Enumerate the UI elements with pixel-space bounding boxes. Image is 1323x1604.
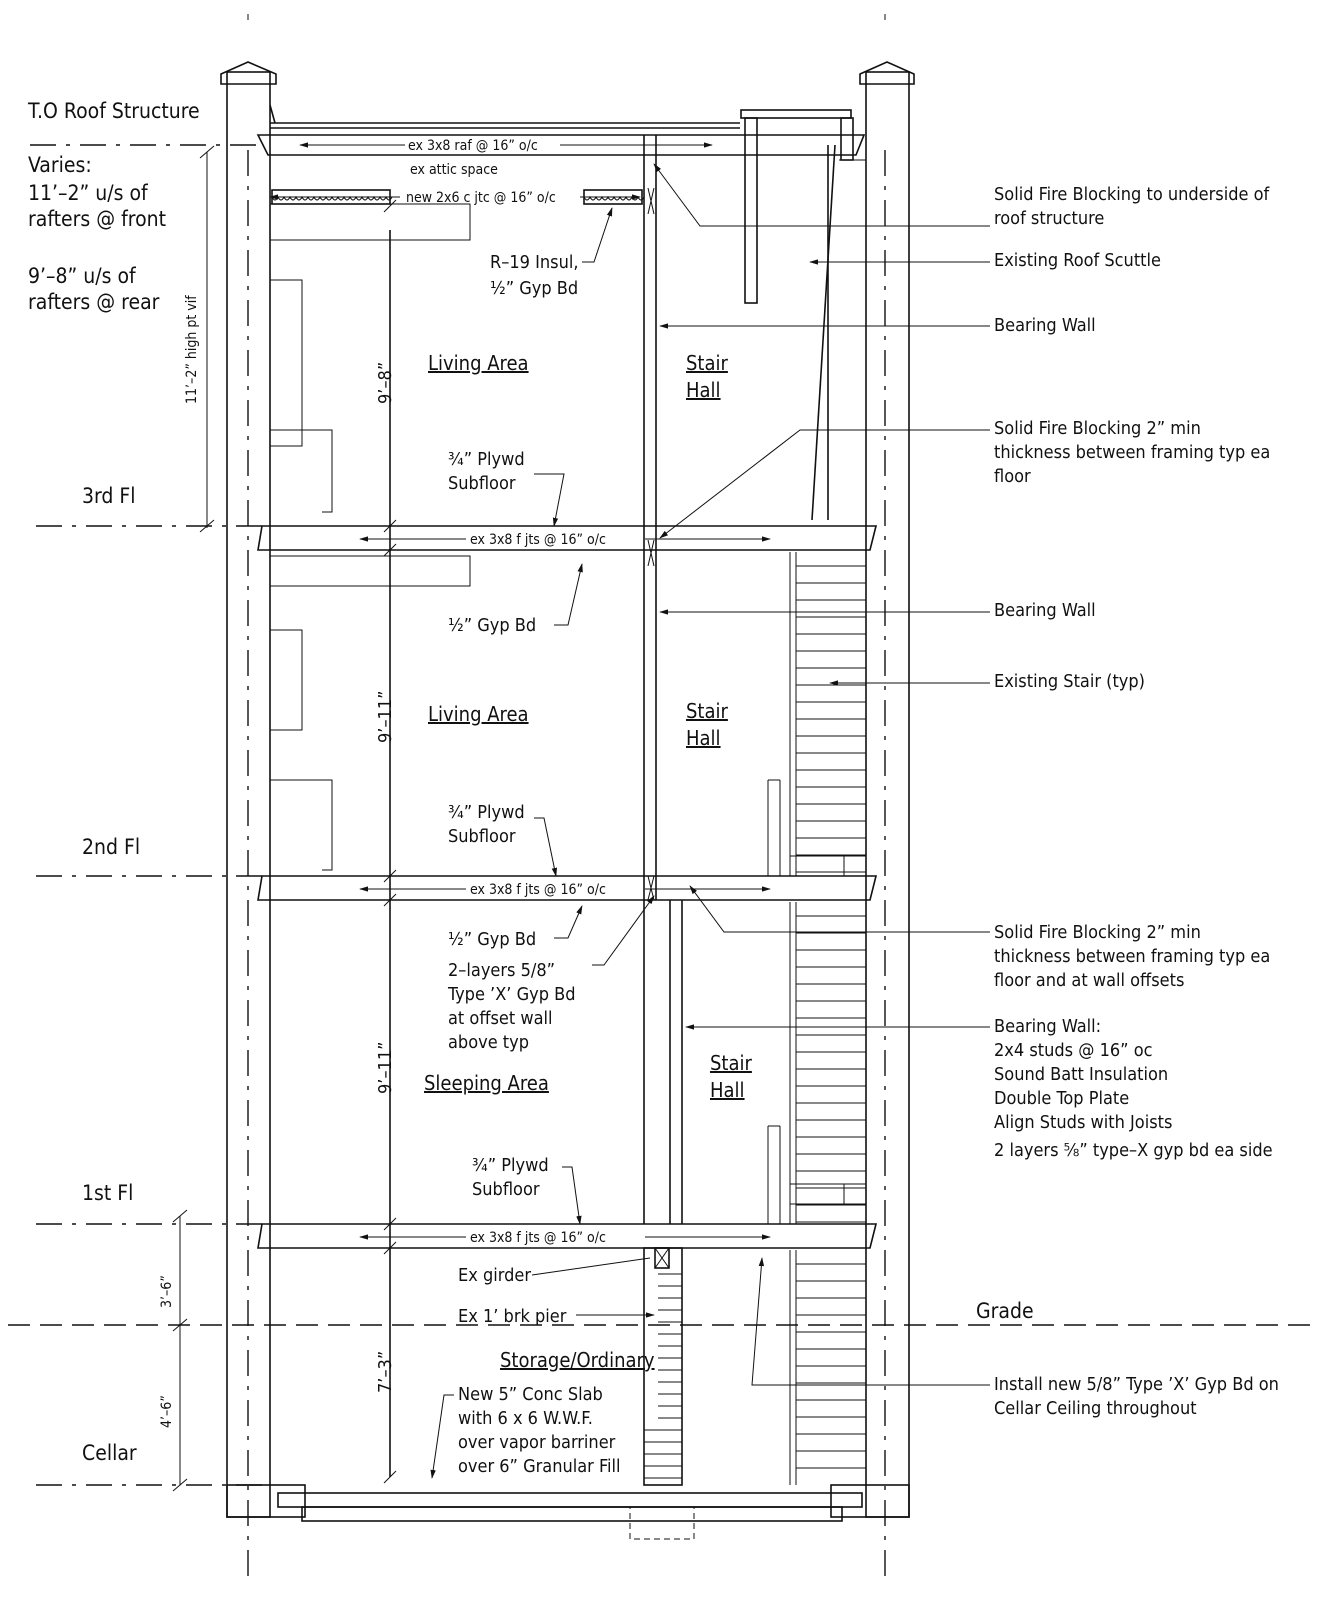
r19-gyp-note: ½” Gyp Bd xyxy=(490,278,578,299)
first-height-label: 9’–11” xyxy=(375,1041,396,1094)
first-floor-joist-label: ex 3x8 f jts @ 16” o/c xyxy=(470,1230,606,1246)
first-stair-label: Stair xyxy=(710,1051,753,1075)
slab-note-3: over vapor barriner xyxy=(458,1432,616,1453)
stair-landing xyxy=(789,855,845,877)
second-floor-label: 2nd Fl xyxy=(82,835,140,859)
right-callouts: Solid Fire Blocking to underside of roof… xyxy=(994,184,1279,1419)
slab-note-2: with 6 x 6 W.W.F. xyxy=(458,1408,593,1429)
offset-wall-note-1: 2–layers 5/8” xyxy=(448,960,555,981)
roof-rafter-label: ex 3x8 raf @ 16” o/c xyxy=(408,138,538,154)
fire-block-third-1: Solid Fire Blocking 2” min xyxy=(994,418,1201,439)
fire-block-third-2: thickness between framing typ ea xyxy=(994,442,1270,463)
level-lines xyxy=(8,144,1310,1486)
offset-wall-note-3: at offset wall xyxy=(448,1008,553,1029)
floor-assemblies xyxy=(257,525,878,1540)
brick-pier xyxy=(643,1247,683,1486)
bearing-wall-first-2: 2x4 studs @ 16” oc xyxy=(994,1040,1153,1061)
interior-walls xyxy=(269,135,781,1477)
high-point-dimension: 11’–2” high pt vif xyxy=(184,295,200,404)
fire-block-roof-2: roof structure xyxy=(994,208,1104,229)
joist-span-arrows xyxy=(269,142,771,1240)
third-plywood-note: ¾” Plywd xyxy=(448,449,525,470)
third-stair-label: Stair xyxy=(686,351,729,375)
brick-pier-note: Ex 1’ brk pier xyxy=(458,1306,567,1327)
first-plywood-note: ¾” Plywd xyxy=(472,1155,549,1176)
first-hall-label: Hall xyxy=(710,1078,745,1102)
second-subfloor-note: Subfloor xyxy=(448,826,516,847)
roof-structure xyxy=(256,104,866,521)
cellar-ceiling-callout-1: Install new 5/8” Type ’X’ Gyp Bd on xyxy=(994,1374,1279,1395)
roof-scuttle-callout: Existing Roof Scuttle xyxy=(994,250,1161,271)
interior-notes: R–19 Insul, ½” Gyp Bd ¾” Plywd Subfloor … xyxy=(447,252,1034,1477)
rear-rafters-label: rafters @ rear xyxy=(28,290,160,314)
fire-block-third-3: floor xyxy=(994,466,1031,487)
existing-stair-callout: Existing Stair (typ) xyxy=(994,671,1145,692)
stair-landing xyxy=(843,855,867,877)
cellar-label: Cellar xyxy=(82,1441,137,1465)
bearing-wall-first-1: Bearing Wall: xyxy=(994,1016,1101,1037)
second-stair-label: Stair xyxy=(686,699,729,723)
bearing-wall-first-5: Align Studs with Joists xyxy=(994,1112,1172,1133)
existing-stairs xyxy=(789,552,867,1485)
roof-structure-label: T.O Roof Structure xyxy=(27,99,200,123)
bearing-wall-second: Bearing Wall xyxy=(994,600,1096,621)
right-exterior-wall xyxy=(830,61,915,1518)
cellar-ceiling-callout-2: Cellar Ceiling throughout xyxy=(994,1398,1197,1419)
first-sleeping-area: Sleeping Area xyxy=(424,1071,549,1095)
r19-insulation-note: R–19 Insul, xyxy=(490,252,578,273)
left-exterior-wall xyxy=(220,61,306,1518)
framing-labels: ex 3x8 raf @ 16” o/c ex attic space new … xyxy=(406,138,606,1246)
second-gyp-note: ½” Gyp Bd xyxy=(448,615,536,636)
slab-note-1: New 5” Conc Slab xyxy=(458,1384,603,1405)
below-grade-dimension: 4’–6” xyxy=(159,1395,175,1428)
second-living-area: Living Area xyxy=(428,702,529,726)
third-living-area: Living Area xyxy=(428,351,529,375)
bearing-wall-first-3: Sound Batt Insulation xyxy=(994,1064,1168,1085)
third-floor-label: 3rd Fl xyxy=(82,484,136,508)
third-hall-label: Hall xyxy=(686,378,721,402)
grade-label: Grade xyxy=(976,1299,1034,1323)
rear-height-label: 9’–8” u/s of xyxy=(28,264,137,288)
bearing-wall-third: Bearing Wall xyxy=(994,315,1096,336)
fire-block-roof-1: Solid Fire Blocking to underside of xyxy=(994,184,1271,205)
first-gyp-note: ½” Gyp Bd xyxy=(448,929,536,950)
dimension-lines xyxy=(172,145,397,1492)
fire-block-second-3: floor and at wall offsets xyxy=(994,970,1184,991)
offset-wall-note-4: above typ xyxy=(448,1032,529,1053)
third-subfloor-note: Subfloor xyxy=(448,473,516,494)
third-floor-joist-label: ex 3x8 f jts @ 16” o/c xyxy=(470,532,606,548)
bearing-wall-first-4: Double Top Plate xyxy=(994,1088,1129,1109)
bearing-wall-first-6: 2 layers ⅝” type–X gyp bd ea side xyxy=(994,1140,1273,1161)
room-labels: Living Area Stair Hall Living Area Stair… xyxy=(424,351,753,1372)
attic-space-label: ex attic space xyxy=(410,162,498,178)
above-grade-dimension: 3’–6” xyxy=(159,1275,175,1308)
offset-wall-note-2: Type ’X’ Gyp Bd xyxy=(447,984,576,1005)
cellar-height-label: 7’–3” xyxy=(375,1351,396,1393)
front-height-label: 11’–2” u/s of xyxy=(28,181,149,205)
cellar-storage-label: Storage/Ordinary xyxy=(500,1348,655,1372)
slab-note-4: over 6” Granular Fill xyxy=(458,1456,620,1477)
second-height-label: 9’–11” xyxy=(375,690,396,743)
front-rafters-label: rafters @ front xyxy=(28,207,166,231)
stair-landing xyxy=(843,1183,867,1205)
fire-block-second-2: thickness between framing typ ea xyxy=(994,946,1270,967)
second-hall-label: Hall xyxy=(686,726,721,750)
fire-block-second-1: Solid Fire Blocking 2” min xyxy=(994,922,1201,943)
varies-label: Varies: xyxy=(28,153,92,177)
ceiling-heights: 9’–8” 9’–11” 9’–11” 7’–3” xyxy=(375,362,396,1393)
second-plywood-note: ¾” Plywd xyxy=(448,802,525,823)
left-annotations: T.O Roof Structure Varies: 11’–2” u/s of… xyxy=(27,99,200,1465)
leader-lines xyxy=(430,163,990,1479)
second-floor-joist-label: ex 3x8 f jts @ 16” o/c xyxy=(470,882,606,898)
first-floor-label: 1st Fl xyxy=(82,1181,133,1205)
ceiling-joist-label: new 2x6 c jtc @ 16” o/c xyxy=(406,190,556,206)
grid-axis-marks xyxy=(247,14,886,1585)
third-height-label: 9’–8” xyxy=(375,362,396,404)
first-subfloor-note: Subfloor xyxy=(472,1179,540,1200)
stair-landing xyxy=(789,1183,845,1205)
girder-note: Ex girder xyxy=(458,1265,531,1286)
